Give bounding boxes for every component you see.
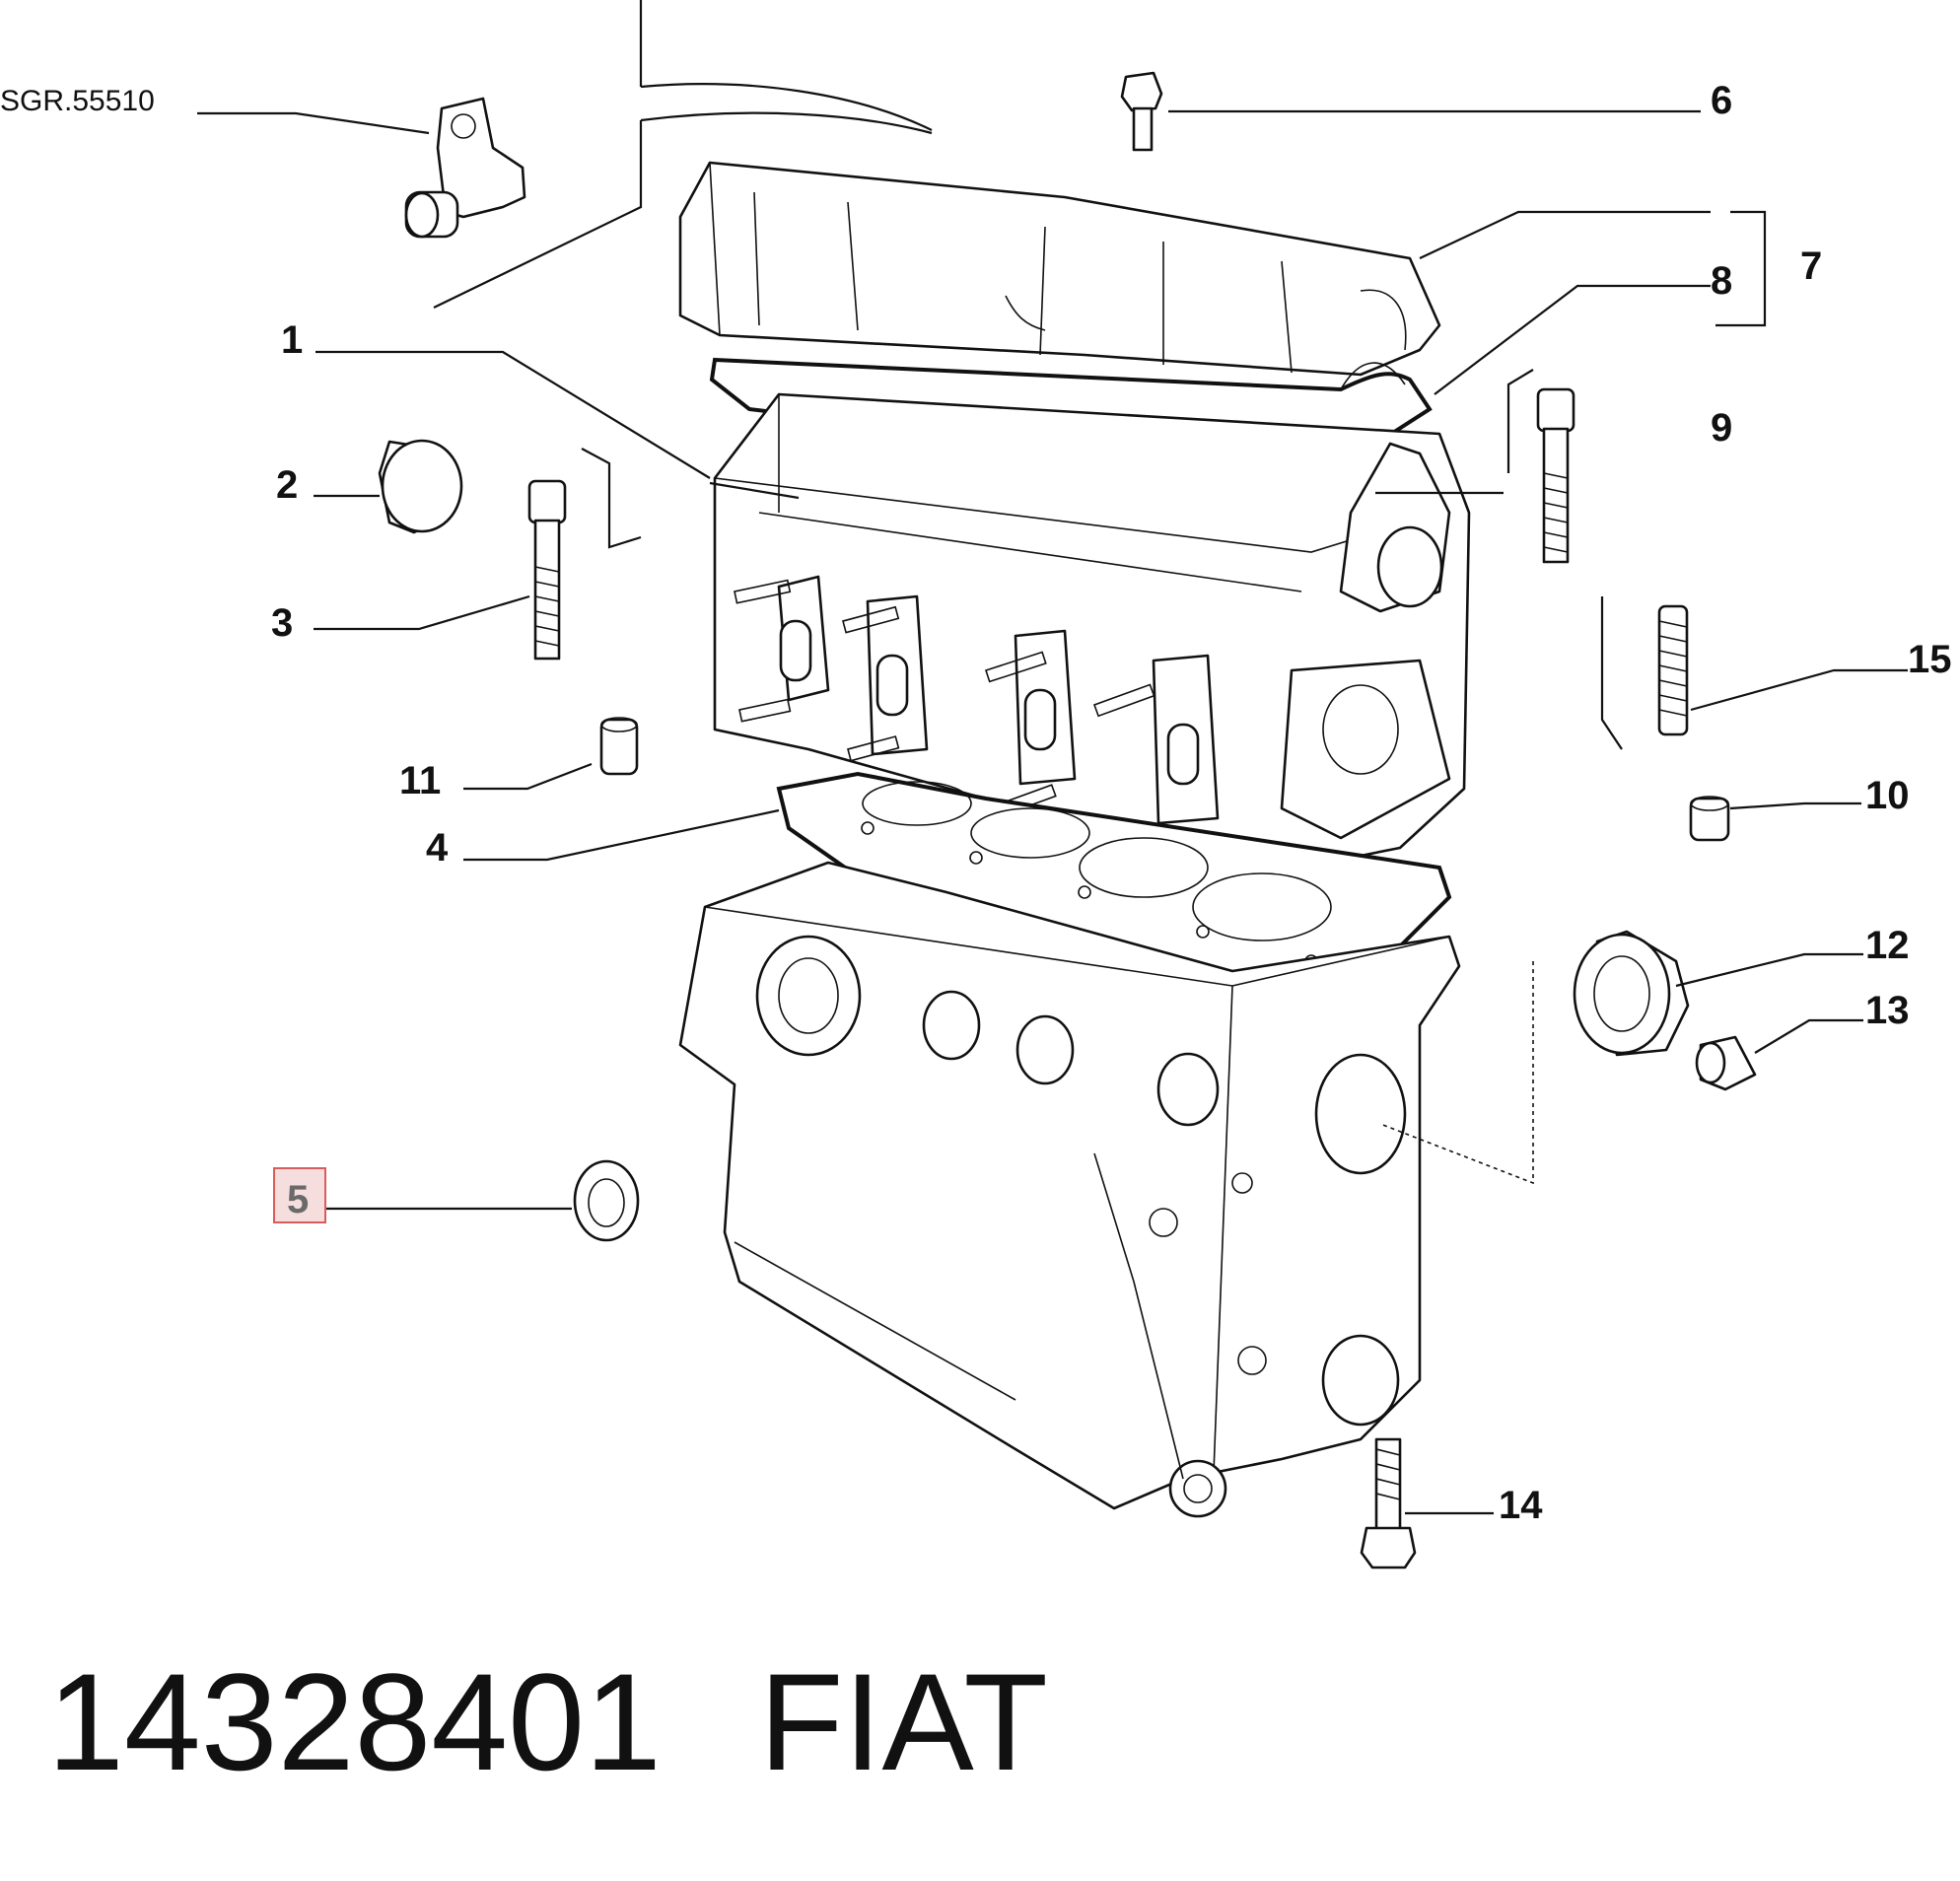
bracket-7 — [1715, 210, 1767, 327]
callout-6: 6 — [1711, 79, 1732, 122]
sgr-reference-label: SGR.55510 — [0, 85, 155, 117]
seal-ring-icon — [573, 1159, 640, 1242]
bolt-icon — [527, 479, 567, 661]
connector-lines-top — [433, 0, 933, 309]
bracket-3 — [581, 448, 642, 549]
stud-icon — [1657, 604, 1689, 736]
callout-13: 13 — [1865, 989, 1910, 1032]
callout-5[interactable]: 5 — [287, 1178, 309, 1221]
callout-4: 4 — [426, 826, 449, 870]
bracket-9 — [1506, 369, 1534, 473]
cup-plug-icon — [1695, 1035, 1757, 1091]
sensor-icon — [404, 97, 526, 239]
cup-plug-icon — [378, 439, 463, 534]
part-number: 14328401 — [47, 1644, 662, 1799]
callout-7: 7 — [1800, 244, 1822, 288]
bolt-icon — [1360, 1437, 1417, 1569]
callout-12: 12 — [1865, 924, 1910, 967]
callout-3: 3 — [271, 601, 293, 645]
callout-15: 15 — [1908, 638, 1952, 681]
engine-block — [678, 861, 1461, 1518]
brand-name: FIAT — [759, 1644, 1048, 1799]
dowel-icon — [599, 717, 639, 776]
callout-5-highlight-box — [273, 1167, 326, 1223]
bolt-icon — [1120, 71, 1163, 152]
callout-1: 1 — [281, 318, 303, 362]
leader-lines — [314, 109, 1908, 1515]
seal-ring-icon — [1573, 930, 1690, 1057]
bracket-15 — [1600, 596, 1623, 750]
valve-cover — [678, 161, 1441, 377]
cylinder-head — [713, 392, 1471, 870]
callout-10: 10 — [1865, 774, 1910, 817]
leader-sgr — [197, 111, 430, 135]
bolt-icon — [1536, 387, 1575, 564]
callout-8: 8 — [1711, 259, 1732, 303]
callout-14: 14 — [1499, 1484, 1543, 1527]
connector-12 — [1379, 961, 1534, 1185]
callout-11: 11 — [399, 759, 441, 802]
callout-9: 9 — [1711, 406, 1732, 450]
callout-2: 2 — [276, 463, 298, 507]
dowel-icon — [1689, 796, 1730, 842]
